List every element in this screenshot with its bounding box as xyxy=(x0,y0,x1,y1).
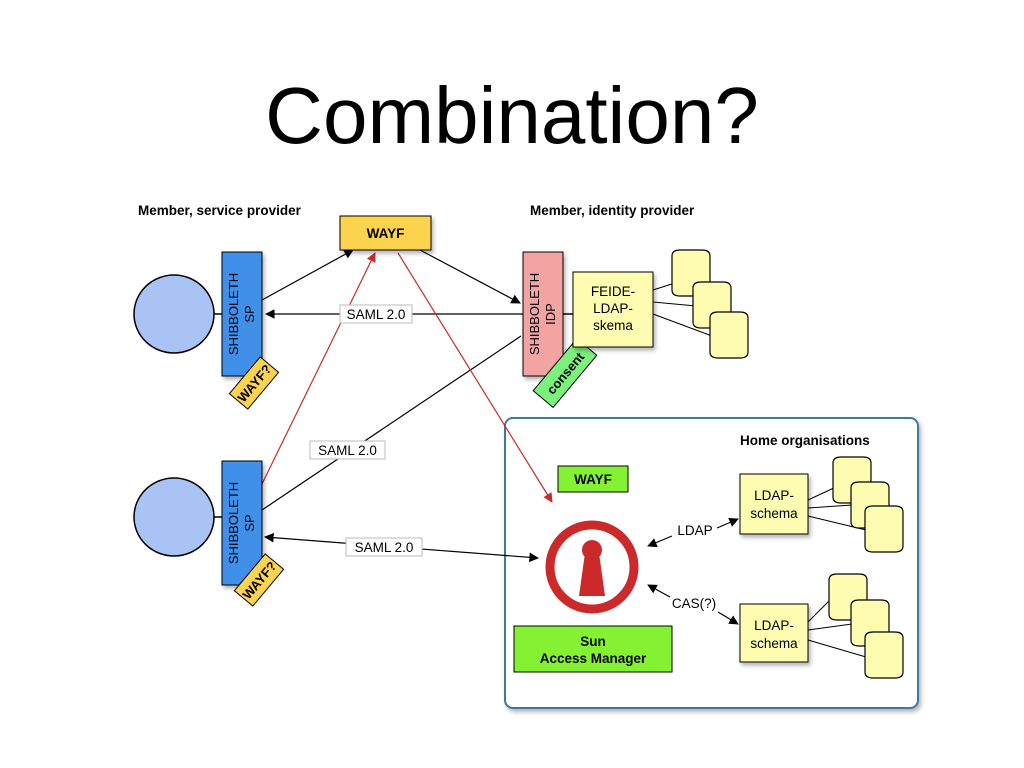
sp-bottom-label-1: SHIBBOLETH xyxy=(226,482,241,564)
feide-label-2: LDAP- xyxy=(593,301,633,316)
sun-access-manager-box xyxy=(513,625,673,673)
ldap-schema-2-label-2: schema xyxy=(750,636,798,651)
feide-ldap-box xyxy=(572,271,654,348)
ldap-label: LDAP xyxy=(677,523,712,538)
sun-keyhole-icon xyxy=(545,520,639,614)
ldap-link xyxy=(647,535,673,548)
shibboleth-sp-top xyxy=(221,251,263,377)
wayf-home-label: WAYF xyxy=(574,472,612,487)
sun-label-1: Sun xyxy=(580,634,606,649)
ldap-schema-1-label-1: LDAP- xyxy=(754,488,794,503)
sp-top-label-2: SP xyxy=(242,305,257,322)
user-bottom-circle xyxy=(133,477,215,557)
sp-bottom-label-2: SP xyxy=(242,514,257,531)
sp-to-wayf-line xyxy=(261,249,354,301)
home-organisations-header: Home organisations xyxy=(740,433,870,448)
feide-label-1: FEIDE- xyxy=(591,284,635,299)
saml-label-top: SAML 2.0 xyxy=(347,307,406,322)
ldap-directory-stack-2 xyxy=(828,573,904,679)
ldap-directory-stack-1 xyxy=(832,456,904,553)
identity-provider-header: Member, identity provider xyxy=(530,203,695,218)
slide-title: Combination? xyxy=(265,71,759,160)
service-provider-header: Member, service provider xyxy=(138,203,302,218)
wayf-home-box xyxy=(557,465,629,493)
wayf-to-sun-red-line xyxy=(397,252,553,503)
wayf-top-box xyxy=(339,215,432,251)
sun-label-2: Access Manager xyxy=(540,651,647,666)
cas-label: CAS(?) xyxy=(672,596,716,611)
sp-top-label-1: SHIBBOLETH xyxy=(226,273,241,355)
cas-link xyxy=(647,584,671,598)
saml-label-bottom: SAML 2.0 xyxy=(355,540,414,555)
feide-label-3: skema xyxy=(593,318,633,333)
idp-label-2: IDP xyxy=(543,303,558,325)
user-top-circle xyxy=(133,274,215,354)
sp-bottom-to-idp-line xyxy=(261,335,522,511)
saml-label-middle: SAML 2.0 xyxy=(318,443,377,458)
sp-bottom-to-wayf-red-line xyxy=(261,252,376,485)
ldap-schema-1-label-2: schema xyxy=(750,506,798,521)
ldap-schema-box-1 xyxy=(739,473,809,535)
ldap-schema-2-label-1: LDAP- xyxy=(754,618,794,633)
idp-label-1: SHIBBOLETH xyxy=(527,273,542,355)
shibboleth-idp xyxy=(522,251,564,377)
feide-directory-stack xyxy=(671,249,749,359)
wayf-to-idp-line xyxy=(419,249,521,304)
ldap-schema-box-2 xyxy=(739,603,809,663)
wayf-top-label: WAYF xyxy=(367,226,405,241)
shibboleth-sp-bottom xyxy=(221,460,263,586)
